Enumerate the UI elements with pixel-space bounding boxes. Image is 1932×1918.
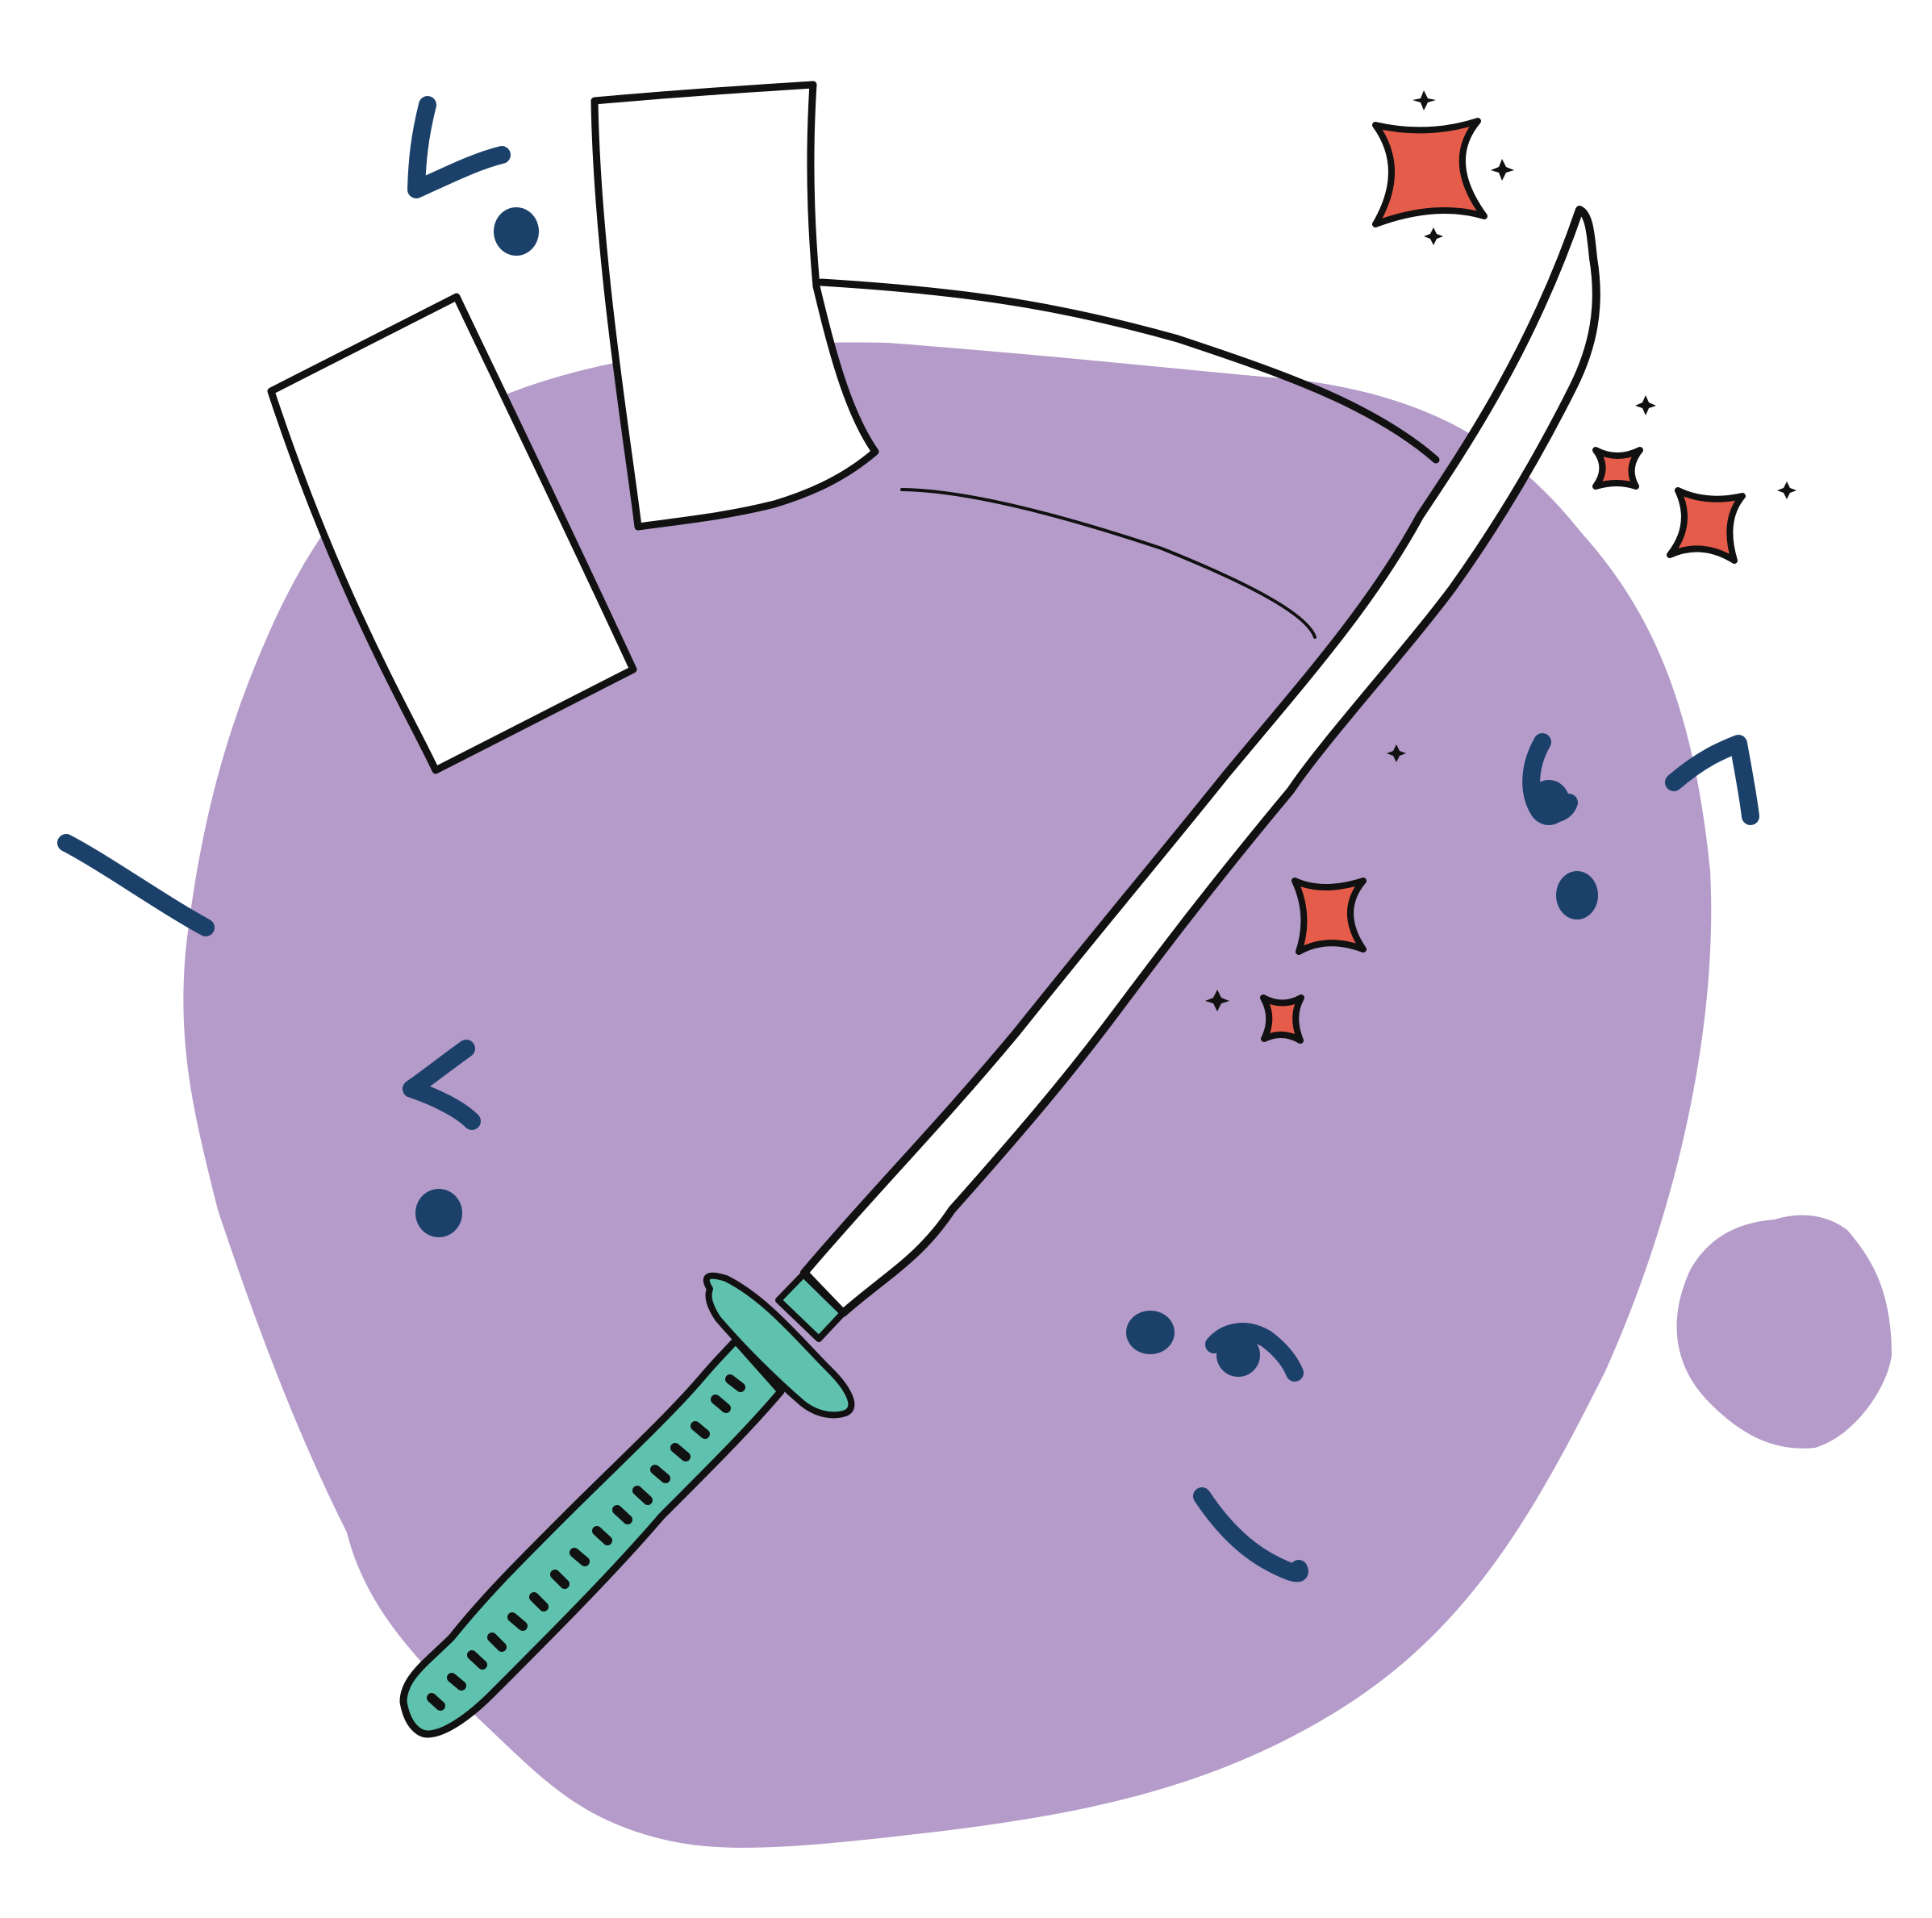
slash-arc-inner [900, 488, 1317, 639]
glint-icon [1424, 227, 1443, 245]
paper-sheet-right-icon [590, 81, 879, 531]
sparkles [1260, 118, 1746, 1044]
glint-icon [1412, 90, 1436, 110]
glint-icon [1635, 395, 1656, 415]
motion-mark-icon [407, 96, 511, 198]
sparkle-icon [1667, 487, 1746, 564]
motion-mark-icon [1193, 1487, 1308, 1582]
motion-mark-icon [1205, 1323, 1304, 1382]
dot-icon [494, 207, 539, 256]
katana-blade [800, 206, 1600, 1317]
katana-icon [399, 206, 1600, 1738]
sparkle-icon [1372, 118, 1488, 227]
sparkle-icon [1291, 878, 1367, 955]
glint-icon [1387, 744, 1406, 762]
slash-arc [817, 278, 1440, 639]
dot-icon [1126, 1311, 1175, 1354]
paper-sheet-left-icon [267, 293, 637, 774]
dot-icon [1216, 1333, 1260, 1377]
katana-hilt [399, 1336, 785, 1738]
small-purple-blob [1676, 1215, 1892, 1449]
paper-sheets [267, 81, 879, 774]
katana-guard [703, 1272, 855, 1419]
katana-hilt-wrap [427, 1374, 745, 1711]
dot-icon [1528, 780, 1570, 825]
doodle-dots [415, 207, 1598, 1377]
dot-icon [1556, 871, 1598, 919]
sparkle-icon [1592, 447, 1643, 490]
motion-mark-icon [57, 834, 215, 936]
glint-icon [1205, 990, 1229, 1011]
glint-icon [1491, 159, 1514, 181]
katana-habaki [775, 1271, 846, 1342]
star-glints [1205, 90, 1796, 1011]
dot-icon [415, 1189, 462, 1237]
motion-mark-icon [403, 1040, 481, 1130]
motion-mark-icon [1665, 735, 1759, 825]
glint-icon [1777, 482, 1796, 499]
sparkle-icon [1260, 994, 1304, 1044]
slash-arc-outer [817, 278, 1440, 464]
